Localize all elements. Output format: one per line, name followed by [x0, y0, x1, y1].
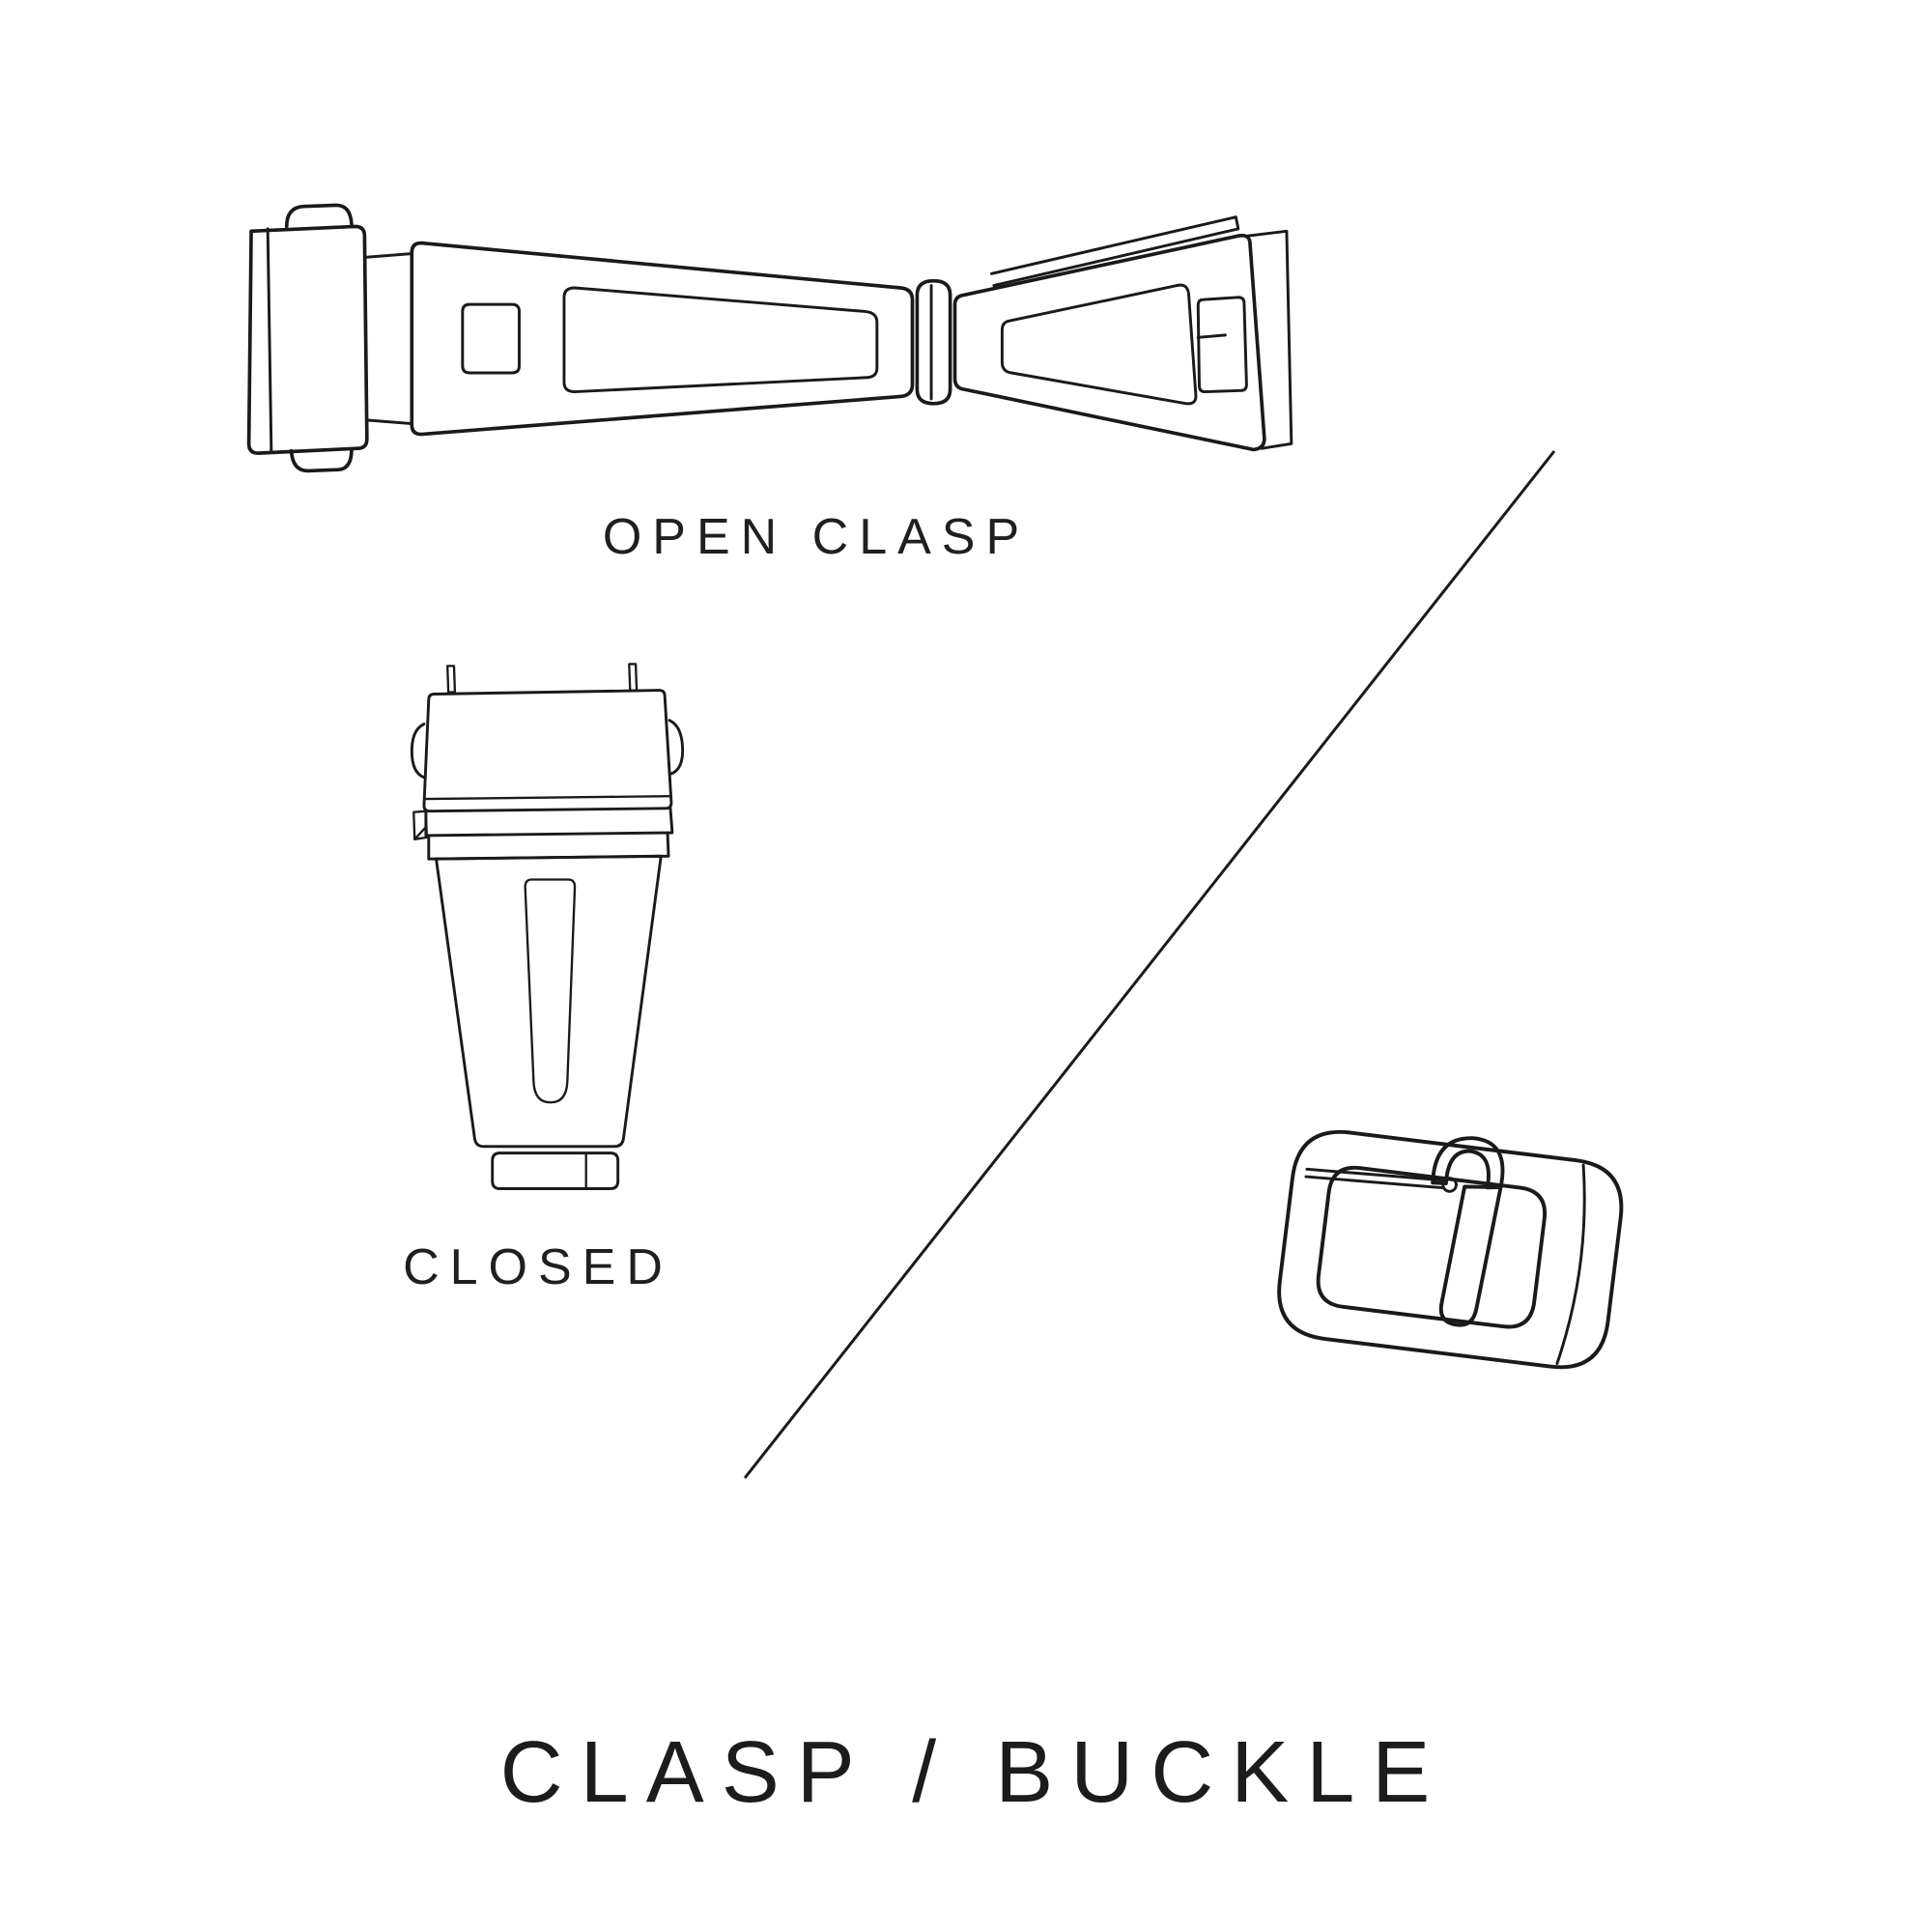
- closed-clasp-illustration: [410, 663, 685, 1190]
- closed-clasp-label: CLOSED: [403, 1239, 673, 1295]
- buckle-illustration: [1277, 1129, 1624, 1370]
- open-clasp-illustration: [246, 203, 1293, 473]
- figure-title: CLASP / BUCKLE: [499, 1724, 1448, 1821]
- open-clasp-label: OPEN CLASP: [602, 509, 1031, 565]
